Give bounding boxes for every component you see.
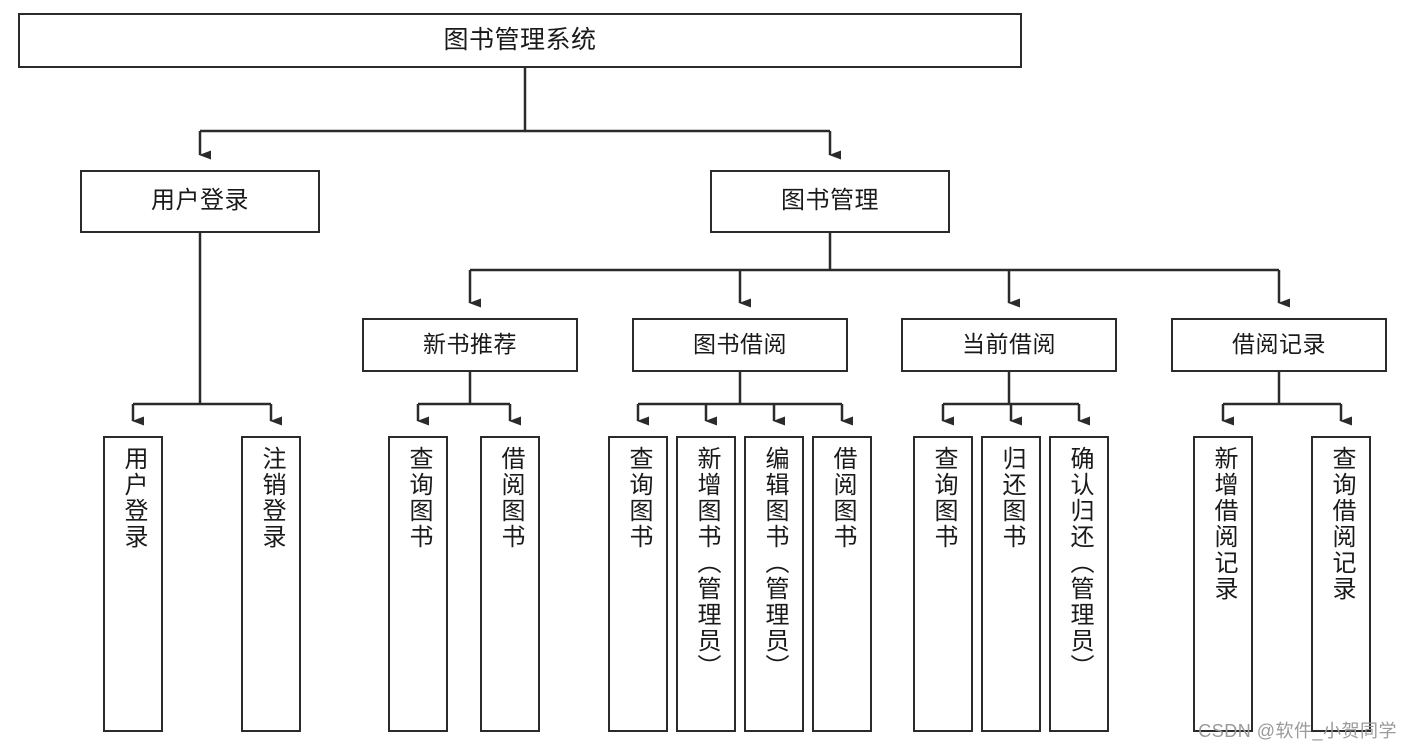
node-label: 图书借阅 [693,331,787,358]
node-leaf-borrow-book[interactable]: 借阅图书 [812,436,872,732]
node-leaf-borrow-book-new[interactable]: 借阅图书 [480,436,540,732]
node-leaf-query-book-borrow[interactable]: 查询图书 [608,436,668,732]
edge-group-borrow-records [1221,372,1352,426]
node-borrow-record[interactable]: 借阅记录 [1171,318,1387,372]
node-label: 查询图书 [625,446,652,550]
node-label: 查询图书 [405,446,432,550]
edge-group-root [198,68,841,160]
node-label: 用户登录 [151,187,249,215]
node-label: 新增借阅记录 [1210,446,1237,602]
node-label: 新书推荐 [423,331,517,358]
node-book-management[interactable]: 图书管理 [710,170,950,233]
node-label: 图书管理系统 [443,25,597,54]
node-label: 新增图书（管理员） [693,446,720,680]
node-current-borrow[interactable]: 当前借阅 [901,318,1117,372]
node-leaf-add-borrow-record[interactable]: 新增借阅记录 [1193,436,1253,732]
node-label: 借阅记录 [1232,331,1326,358]
node-label: 借阅图书 [829,446,856,550]
node-new-book-recommend[interactable]: 新书推荐 [362,318,578,372]
node-label: 注销登录 [258,446,285,550]
edge-group-new-books [416,372,521,426]
edge-group-user-login [131,233,282,426]
node-leaf-return-book[interactable]: 归还图书 [981,436,1041,732]
edge-group-book-mgmt [468,233,1290,308]
node-label: 当前借阅 [962,331,1056,358]
node-leaf-query-book-current[interactable]: 查询图书 [913,436,973,732]
node-leaf-query-borrow-record[interactable]: 查询借阅记录 [1311,436,1371,732]
node-leaf-edit-book-admin[interactable]: 编辑图书（管理员） [744,436,804,732]
node-label: 编辑图书（管理员） [761,446,788,680]
node-label: 借阅图书 [497,446,524,550]
node-leaf-user-login[interactable]: 用户登录 [103,436,163,732]
node-leaf-add-book-admin[interactable]: 新增图书（管理员） [676,436,736,732]
edge-group-current-borrow [941,372,1090,426]
node-leaf-query-book-new[interactable]: 查询图书 [388,436,448,732]
node-label: 图书管理 [781,187,879,215]
node-leaf-logout[interactable]: 注销登录 [241,436,301,732]
node-label: 查询借阅记录 [1328,446,1355,602]
node-label: 查询图书 [930,446,957,550]
node-label: 确认归还（管理员） [1066,446,1093,680]
node-leaf-confirm-return-admin[interactable]: 确认归还（管理员） [1049,436,1109,732]
node-book-borrow[interactable]: 图书借阅 [632,318,848,372]
node-label: 用户登录 [120,446,147,550]
node-root-system[interactable]: 图书管理系统 [18,13,1022,68]
node-user-login[interactable]: 用户登录 [80,170,320,233]
edge-group-borrow [636,372,853,426]
node-label: 归还图书 [998,446,1025,550]
